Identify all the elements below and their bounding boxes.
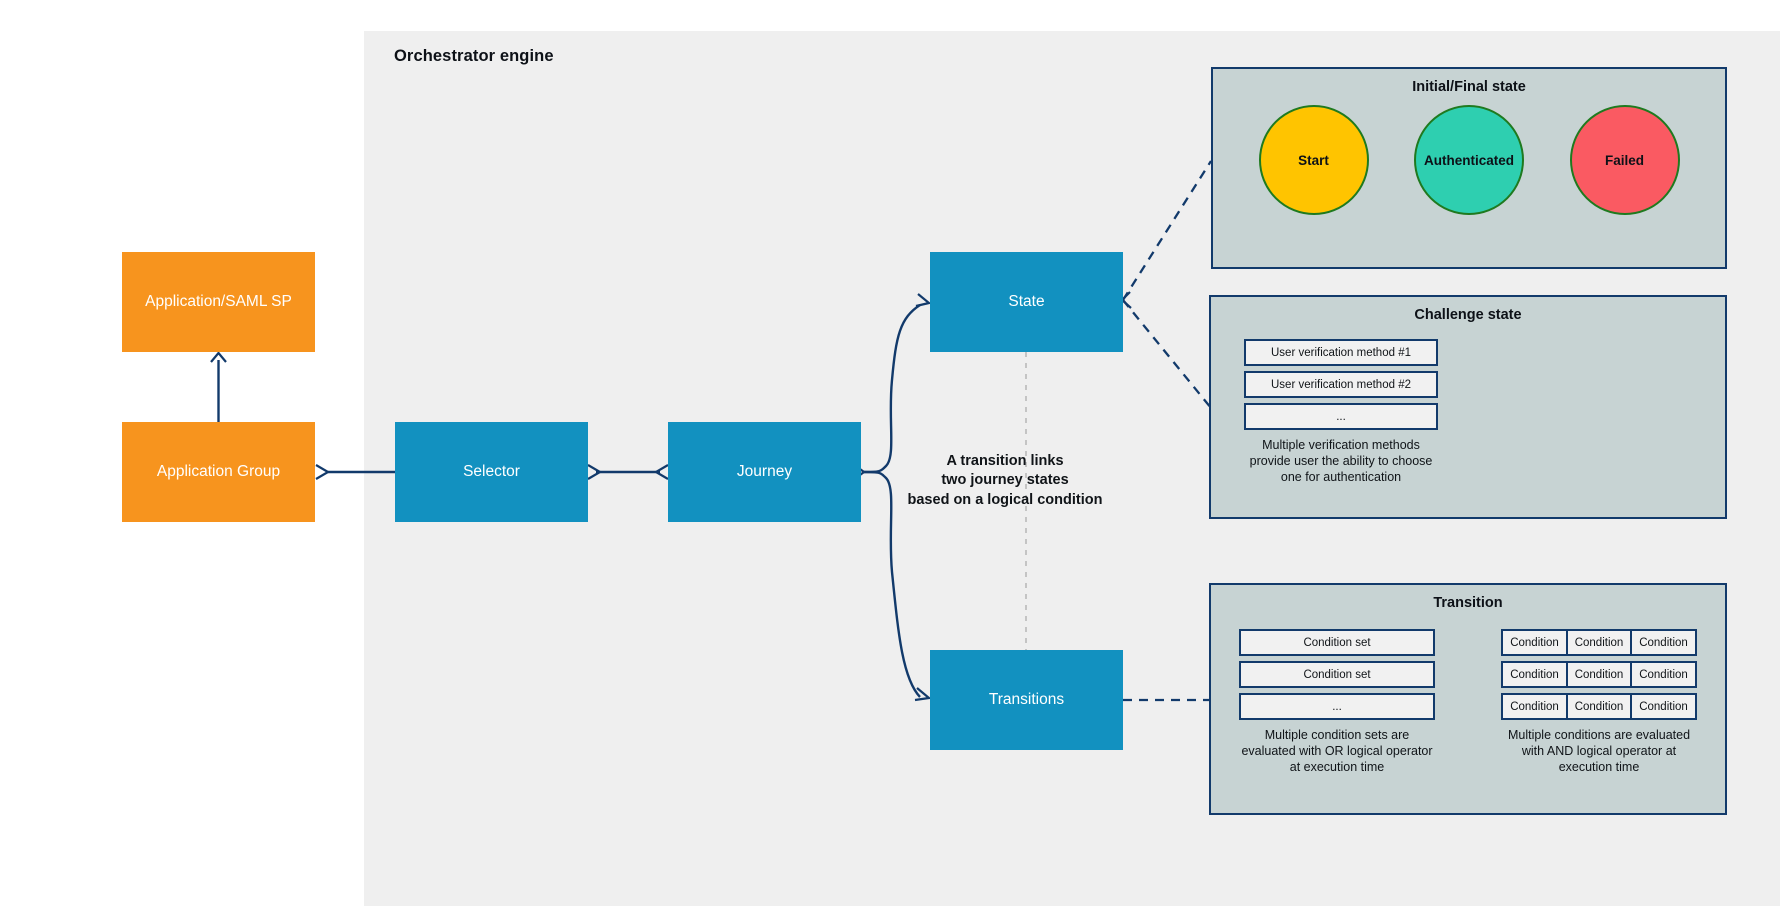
condition-row: Condition Condition Condition [1501, 629, 1697, 656]
verification-method-label: User verification method #1 [1271, 346, 1411, 359]
state-circle-label: Failed [1604, 152, 1644, 168]
condition-label: Condition [1574, 668, 1624, 681]
node-state[interactable]: State [930, 252, 1123, 352]
condition-set-caption: Multiple condition sets are evaluated wi… [1241, 728, 1433, 774]
condition-label: Condition [1639, 636, 1688, 649]
condition-caption: Multiple conditions are evaluated with A… [1507, 728, 1691, 774]
condition-cell[interactable]: Condition [1565, 693, 1633, 720]
verification-method-box[interactable]: ... [1244, 403, 1438, 430]
condition-cell[interactable]: Condition [1501, 693, 1568, 720]
state-circle-label: Authenticated [1423, 152, 1514, 168]
panel-initial-final-state: Initial/Final state Start Authenticated Fa… [1211, 67, 1727, 269]
condition-set-box[interactable]: Condition set [1239, 629, 1435, 656]
node-label: Selector [463, 462, 520, 480]
verification-method-box[interactable]: User verification method #2 [1244, 371, 1438, 398]
node-selector[interactable]: Selector [395, 422, 588, 522]
challenge-methods-list: User verification method #1 User verifica… [1244, 339, 1438, 485]
condition-set-box[interactable]: Condition set [1239, 661, 1435, 688]
condition-set-label: Condition set [1303, 636, 1371, 649]
node-label: Application/SAML SP [145, 292, 292, 310]
condition-label: Condition [1510, 636, 1559, 649]
page-title: Orchestrator engine [394, 47, 554, 65]
condition-set-box[interactable]: ... [1239, 693, 1435, 720]
condition-cell[interactable]: Condition [1630, 629, 1697, 656]
verification-method-label: User verification method #2 [1271, 378, 1411, 391]
node-application-group[interactable]: Application Group [122, 422, 315, 522]
state-circle-failed[interactable]: Failed [1569, 105, 1680, 215]
condition-cell[interactable]: Condition [1501, 629, 1568, 656]
condition-label: Condition [1574, 700, 1624, 713]
panel-title: Transition [1433, 595, 1503, 611]
challenge-caption: Multiple verification methods provide us… [1249, 438, 1433, 484]
condition-cell[interactable]: Condition [1630, 693, 1697, 720]
condition-row: Condition Condition Condition [1501, 693, 1697, 720]
condition-label: Condition [1574, 636, 1624, 649]
condition-set-label: Condition set [1303, 668, 1371, 681]
state-circle-authenticated[interactable]: Authenticated [1414, 105, 1524, 215]
condition-label: Condition [1639, 668, 1688, 681]
condition-label: Condition [1639, 700, 1688, 713]
panel-title: Challenge state [1414, 307, 1522, 323]
verification-method-box[interactable]: User verification method #1 [1244, 339, 1438, 366]
condition-label: Condition [1510, 668, 1559, 681]
verification-method-label: ... [1336, 410, 1346, 423]
condition-set-label: ... [1332, 700, 1342, 713]
condition-cell[interactable]: Condition [1565, 661, 1633, 688]
node-journey[interactable]: Journey [668, 422, 861, 522]
state-circle-label: Start [1298, 152, 1329, 168]
condition-cell[interactable]: Condition [1501, 661, 1568, 688]
panel-title: Initial/Final state [1412, 79, 1526, 95]
condition-cell[interactable]: Condition [1630, 661, 1697, 688]
node-label: Application Group [156, 462, 281, 480]
node-label: Transitions [988, 690, 1065, 708]
condition-cell[interactable]: Condition [1565, 629, 1633, 656]
node-application-saml-sp[interactable]: Application/SAML SP [122, 252, 315, 352]
condition-label: Condition [1510, 700, 1559, 713]
node-label: Journey [736, 462, 793, 480]
state-circle-row: Start Authenticated Failed [1213, 105, 1725, 215]
panel-challenge-state: Challenge state User verification method… [1209, 295, 1727, 519]
state-circle-start[interactable]: Start [1258, 105, 1369, 215]
edge-appgroup-to-appsaml [210, 351, 227, 422]
node-label: State [1008, 292, 1045, 310]
condition-row: Condition Condition Condition [1501, 661, 1697, 688]
node-transitions[interactable]: Transitions [930, 650, 1123, 750]
